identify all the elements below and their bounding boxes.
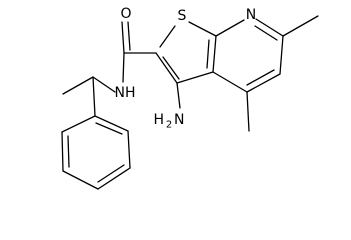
bond-ph2-ph3-inner [67, 135, 70, 168]
carboxamide-group [121, 21, 157, 83]
molecule-drawing: O S N NH H 2 N [61, 6, 319, 190]
atom-amide-nh: NH [115, 85, 136, 101]
bond-c7a-n [215, 19, 245, 37]
atom-amino: H 2 N [153, 112, 184, 131]
atom-oxygen: O [120, 6, 131, 22]
bond-c5-c4-inner [246, 69, 275, 86]
bond-c3a-c7a [212, 35, 217, 73]
bond-c3-amino [176, 82, 181, 109]
bond-ph4-ph5 [97, 167, 131, 190]
bond-c3-c3a [176, 71, 214, 84]
phenylethyl-group [62, 76, 116, 117]
benzene-ring [61, 115, 131, 190]
bond-c3a-c7a-inner [206, 39, 210, 69]
bond-carbonyl-o-inner [127, 21, 131, 51]
bond-ph6-ph1 [94, 115, 129, 132]
bond-ph4-ph5-inner [97, 164, 125, 183]
bond-c6-c5 [279, 35, 284, 75]
bond-n-c6-inner [254, 25, 278, 41]
bond-c2-c3 [155, 52, 178, 84]
bond-ph5-ph6 [127, 130, 131, 169]
bond-c2-c3-inner [162, 56, 180, 80]
bond-ph3-ph4 [62, 170, 99, 190]
structure-canvas: O S N NH H 2 N [61, 6, 319, 190]
bond-s-c2 [159, 25, 176, 48]
bond-carbonyl-n [122, 52, 125, 83]
amino-n: N [174, 112, 184, 128]
atom-sulfur: S [178, 8, 187, 24]
bond-c6-methyl [282, 15, 319, 37]
pyridine-ring [212, 18, 284, 93]
bond-ph1-ph2 [61, 115, 96, 133]
amino-subscript: 2 [166, 120, 172, 131]
bond-c4-c3a [212, 71, 248, 93]
bond-c5-c4 [246, 73, 281, 93]
bond-carbonyl-o [121, 21, 125, 54]
atom-nitrogen-ring: N [246, 7, 256, 23]
amino-h: H [153, 112, 164, 128]
bond-ch-phenyl [92, 76, 96, 117]
bond-n-c6 [255, 18, 284, 37]
bond-n-ch [92, 76, 116, 93]
bond-ph2-ph3 [61, 131, 64, 172]
bond-c4-methyl [246, 91, 250, 132]
bond-ph6-ph1-inner [95, 122, 123, 135]
bond-c7a-s [188, 21, 217, 37]
bond-ch-methyl [62, 76, 94, 95]
thiophene-ring [155, 21, 217, 84]
